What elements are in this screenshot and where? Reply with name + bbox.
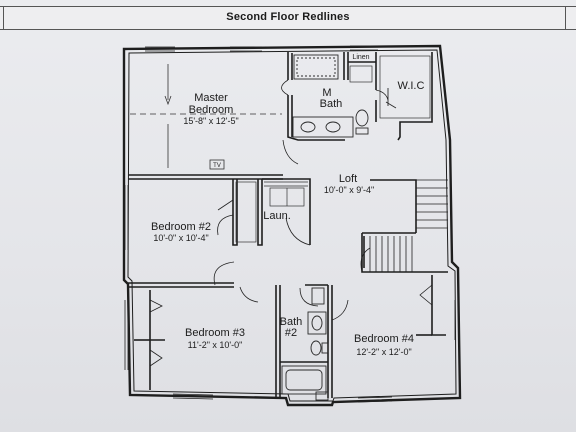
bedroom-3-dims: 11'-2" x 10'-0" xyxy=(188,340,243,350)
bedroom-4-dims: 12'-2" x 12'-0" xyxy=(356,347,411,357)
door-swings xyxy=(149,79,433,367)
room-labels: Master Bedroom 15'-8" x 12'-5" M Bath Li… xyxy=(151,54,424,357)
bath-2-label: Bath xyxy=(280,316,303,328)
closet-shelves xyxy=(235,55,431,243)
bath-2-label-2: #2 xyxy=(285,327,297,339)
master-bedroom-label-2: Bedroom xyxy=(189,104,234,116)
laundry-label: Laun. xyxy=(263,210,291,222)
master-bedroom-label: Master xyxy=(194,92,228,104)
master-bath-fixtures xyxy=(292,54,397,138)
title-strip-divider xyxy=(3,7,4,29)
mbath-label: M xyxy=(322,87,331,99)
bedroom-2-label: Bedroom #2 xyxy=(151,221,211,233)
interior-walls xyxy=(128,52,448,398)
bath2-fixtures xyxy=(281,287,329,401)
master-bedroom-dims: 15'-8" x 12'-5" xyxy=(183,116,238,126)
wic-label: W.I.C xyxy=(398,80,425,92)
bedroom-3-label: Bedroom #3 xyxy=(185,327,245,339)
ceiling-lines xyxy=(130,64,282,170)
title-strip: Second Floor Redlines xyxy=(0,6,576,30)
page-title: Second Floor Redlines xyxy=(226,11,350,23)
title-strip-divider xyxy=(565,7,566,29)
tv-label: TV xyxy=(213,163,221,169)
windows xyxy=(124,45,460,403)
mbath-label-2: Bath xyxy=(320,98,343,110)
loft-dims: 10'-0" x 9'-4" xyxy=(324,185,374,195)
bedroom-2-dims: 10'-0" x 10'-4" xyxy=(153,233,208,243)
bedroom-4-label: Bedroom #4 xyxy=(354,333,414,345)
loft-label: Loft xyxy=(339,173,357,185)
stairs xyxy=(369,179,448,272)
linen-label: Linen xyxy=(352,54,369,61)
